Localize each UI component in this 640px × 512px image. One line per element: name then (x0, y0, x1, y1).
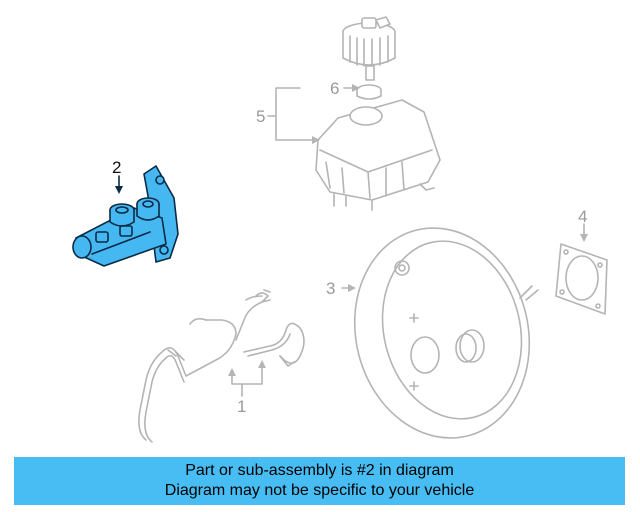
callout-1: 1 (237, 397, 246, 416)
banner-line-1: Part or sub-assembly is #2 in diagram (185, 462, 454, 479)
banner-line-2: Diagram may not be specific to your vehi… (164, 482, 475, 499)
reservoir-cap[interactable] (342, 16, 396, 81)
brake-booster[interactable] (333, 209, 551, 455)
callout-6: 6 (330, 79, 339, 98)
booster-gasket[interactable] (555, 243, 608, 315)
fluid-reservoir[interactable] (315, 99, 441, 211)
callout-2: 2 (112, 158, 121, 177)
reservoir-strainer[interactable] (356, 84, 382, 100)
callout-3: 3 (326, 279, 335, 298)
info-banner: Part or sub-assembly is #2 in diagram Di… (14, 457, 625, 505)
brake-lines[interactable] (138, 289, 305, 443)
master-cylinder[interactable] (72, 165, 179, 267)
callout-leaders (115, 84, 588, 397)
parts-diagram: 2 6 5 4 3 1 (72, 16, 608, 455)
callout-5: 5 (256, 107, 265, 126)
callout-4: 4 (578, 207, 587, 226)
